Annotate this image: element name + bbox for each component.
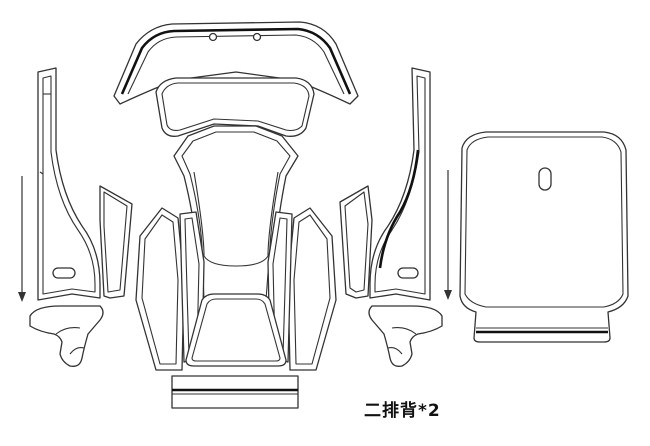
left-bolster-panel xyxy=(135,207,185,371)
upper-back-panel xyxy=(155,77,315,137)
diagram-caption: 二排背*2 xyxy=(364,401,441,421)
right-side-panel xyxy=(369,67,431,301)
right-bolster-panel xyxy=(287,207,337,371)
seatback-panel xyxy=(459,131,629,343)
lower-center-panel xyxy=(185,293,287,367)
right-bottom-flap xyxy=(368,305,443,367)
hole-marker xyxy=(208,32,218,42)
slot-marker xyxy=(397,267,419,279)
slot-marker xyxy=(538,167,552,191)
left-narrow-panel xyxy=(99,185,133,299)
right-narrow-panel xyxy=(339,185,373,299)
left-arrow-icon xyxy=(18,176,26,302)
slot-marker xyxy=(52,267,76,279)
left-bottom-flap xyxy=(29,305,104,367)
left-side-panel xyxy=(37,67,101,301)
hole-marker xyxy=(252,32,262,42)
right-arrow-icon xyxy=(444,170,452,300)
bottom-strip xyxy=(171,375,299,409)
